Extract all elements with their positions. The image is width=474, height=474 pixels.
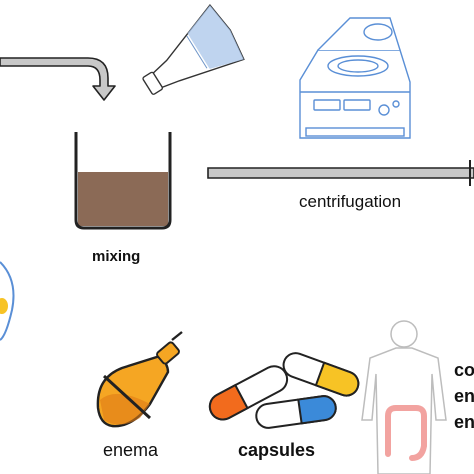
route-label-3: en (454, 412, 474, 432)
centrifugation-label: centrifugation (299, 192, 402, 211)
route-label-1: co (454, 360, 474, 380)
capsule-icon (208, 352, 360, 429)
flask-icon (142, 3, 245, 95)
centrifuge-icon (299, 17, 411, 139)
human-body-icon (361, 320, 447, 474)
enema-label: enema (103, 440, 159, 460)
petri-dish-icon (0, 261, 15, 341)
capsules-label: capsules (238, 440, 316, 460)
beaker-icon (74, 132, 172, 230)
mixing-label: mixing (92, 248, 141, 265)
enema-bulb-icon (96, 331, 183, 428)
arrow-bent-icon (0, 57, 116, 101)
route-label-2: en (454, 386, 474, 406)
arrow-right-icon (207, 160, 474, 186)
